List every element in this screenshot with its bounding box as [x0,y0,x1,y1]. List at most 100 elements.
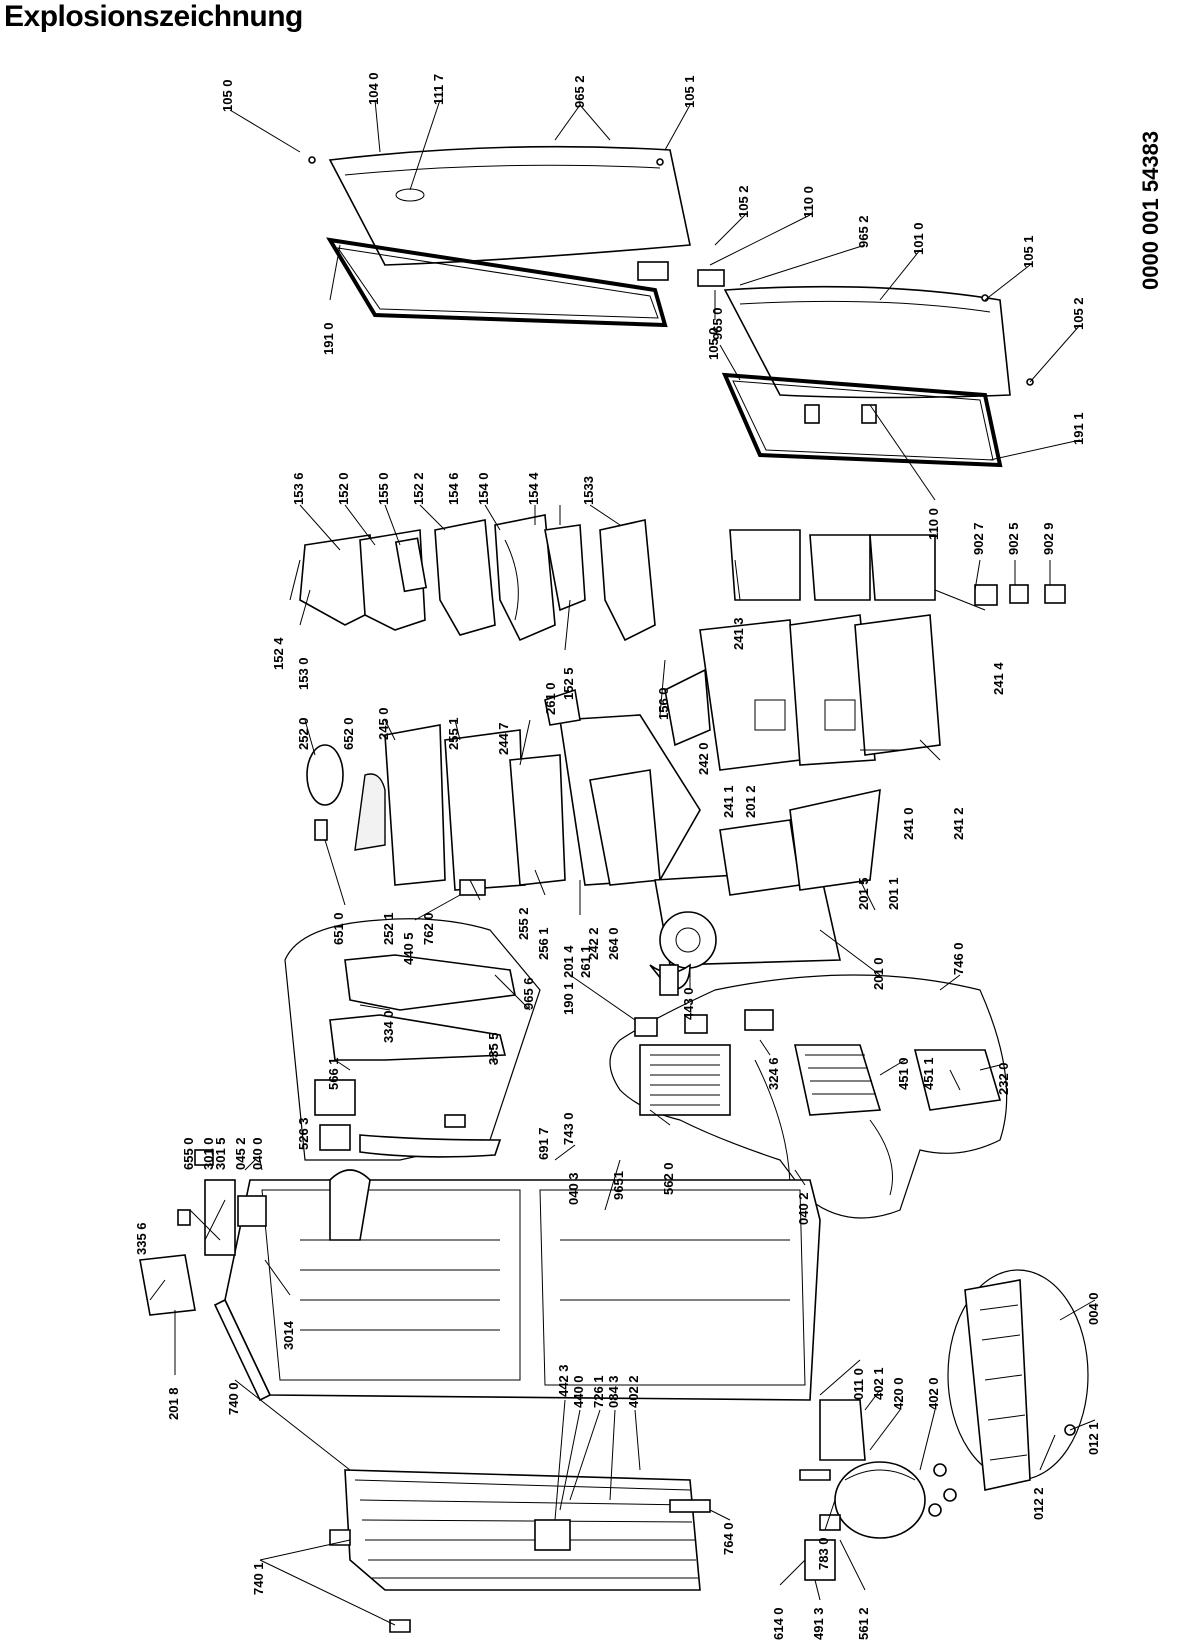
part-label: 241 0 [901,807,916,840]
part-labels: 105 0 104 0 111 7 965 2 105 1 105 2 110 … [134,72,1101,1640]
part-label: 045 2 [233,1137,248,1170]
evaporator-group [634,964,1002,1196]
part-label: 256 1 [536,927,551,960]
part-label: 3014 [281,1320,296,1350]
part-label: 105 1 [682,75,697,108]
part-label: 301 5 [213,1137,228,1170]
part-label: 440 5 [401,932,416,965]
part-label: 104 0 [366,72,381,105]
part-label: 152 5 [561,667,576,700]
cabinet-group [213,1179,821,1402]
part-label: 402 1 [871,1367,886,1400]
freezer-drawers-group [699,529,1066,771]
door-shelves-group [299,514,656,642]
document-number: 0000 001 54383 [1138,131,1163,290]
top-left-parts-group [139,1149,371,1316]
part-label: 152 4 [271,637,286,670]
part-label: 154 4 [526,472,541,505]
part-label: 902 7 [971,522,986,555]
part-label: 562 0 [661,1162,676,1195]
fridge-shelves-group [306,668,711,891]
part-label: 743 0 [561,1112,576,1145]
control-outline [284,918,541,1161]
part-label: 334 0 [381,1010,396,1043]
part-label: 241 1 [721,785,736,818]
part-label: 105 0 [706,327,721,360]
part-label: 201 5 [856,877,871,910]
part-label: 040 3 [566,1172,581,1205]
part-label: 965 6 [521,977,536,1010]
part-label: 242 0 [696,742,711,775]
part-label: 242 2 [586,927,601,960]
part-label: 040 2 [796,1192,811,1225]
part-label: 740 1 [251,1562,266,1595]
part-label: 110 0 [801,186,816,218]
part-label: 110 0 [926,508,941,540]
part-label: 691 7 [536,1127,551,1160]
part-label: 261 0 [543,682,558,715]
part-label: 561 2 [856,1607,871,1640]
part-label: 442 3 [556,1364,571,1397]
part-label: 614 0 [771,1607,786,1640]
part-label: 252 0 [296,717,311,750]
part-label: 451 1 [921,1057,936,1090]
part-label: 201 2 [743,785,758,818]
part-label: 241 4 [991,662,1006,695]
part-label: 201 1 [886,877,901,910]
part-label: 004 0 [1086,1292,1101,1325]
part-label: 105 0 [220,79,235,112]
part-label: 190 1 [561,982,576,1015]
part-label: 301 0 [201,1137,216,1170]
part-label: 012 2 [1031,1487,1046,1520]
part-label: 084 3 [606,1375,621,1408]
part-label: 965 0 [710,307,725,340]
bottom-plate-group [964,1279,1076,1491]
part-label: 154 0 [476,472,491,505]
part-label: 244 7 [496,722,511,755]
part-label: 726 1 [591,1375,606,1408]
part-label: 1533 [581,476,596,505]
part-label: 255 2 [516,907,531,940]
part-label: 440 0 [571,1375,586,1408]
part-label: 902 5 [1006,522,1021,555]
part-label: 040 0 [250,1137,265,1170]
part-label: 232 0 [996,1062,1011,1095]
evaporator-outline [609,974,1008,1219]
part-label: 902 9 [1041,522,1056,555]
part-label: 264 0 [606,927,621,960]
part-label: 740 0 [226,1382,241,1415]
part-label: 566 1 [326,1057,341,1090]
part-label: 443 0 [681,987,696,1020]
part-label: 012 1 [1086,1422,1101,1455]
part-label: 152 2 [411,472,426,505]
part-label: 105 2 [1071,297,1086,330]
part-label: 191 1 [1071,412,1086,445]
part-label: 9651 [611,1171,626,1200]
part-label: 402 0 [926,1377,941,1410]
upper-door-group [308,145,725,328]
part-label: 965 2 [572,75,587,108]
part-label: 153 0 [296,657,311,690]
part-label: 241 2 [951,807,966,840]
leader-lines [149,99,1096,1626]
part-label: 152 0 [336,472,351,505]
part-label: 335 5 [486,1032,501,1065]
part-label: 335 6 [134,1222,149,1255]
part-label: 746 0 [951,942,966,975]
part-label: 255 1 [446,717,461,750]
control-covers-group [314,879,516,1158]
page-title: Explosionszeichnung [4,0,303,33]
part-label: 011 0 [851,1368,866,1400]
part-label: 652 0 [341,717,356,750]
part-label: 191 0 [321,322,336,355]
part-label: 105 2 [736,185,751,218]
part-label: 783 0 [816,1537,831,1570]
part-label: 105 1 [1021,235,1036,268]
part-label: 261 1 [578,945,593,978]
part-label: 201 8 [166,1387,181,1420]
part-label: 154 6 [446,472,461,505]
part-label: 324 6 [766,1057,781,1090]
part-label: 420 0 [891,1377,906,1410]
part-label: 451 0 [896,1057,911,1090]
